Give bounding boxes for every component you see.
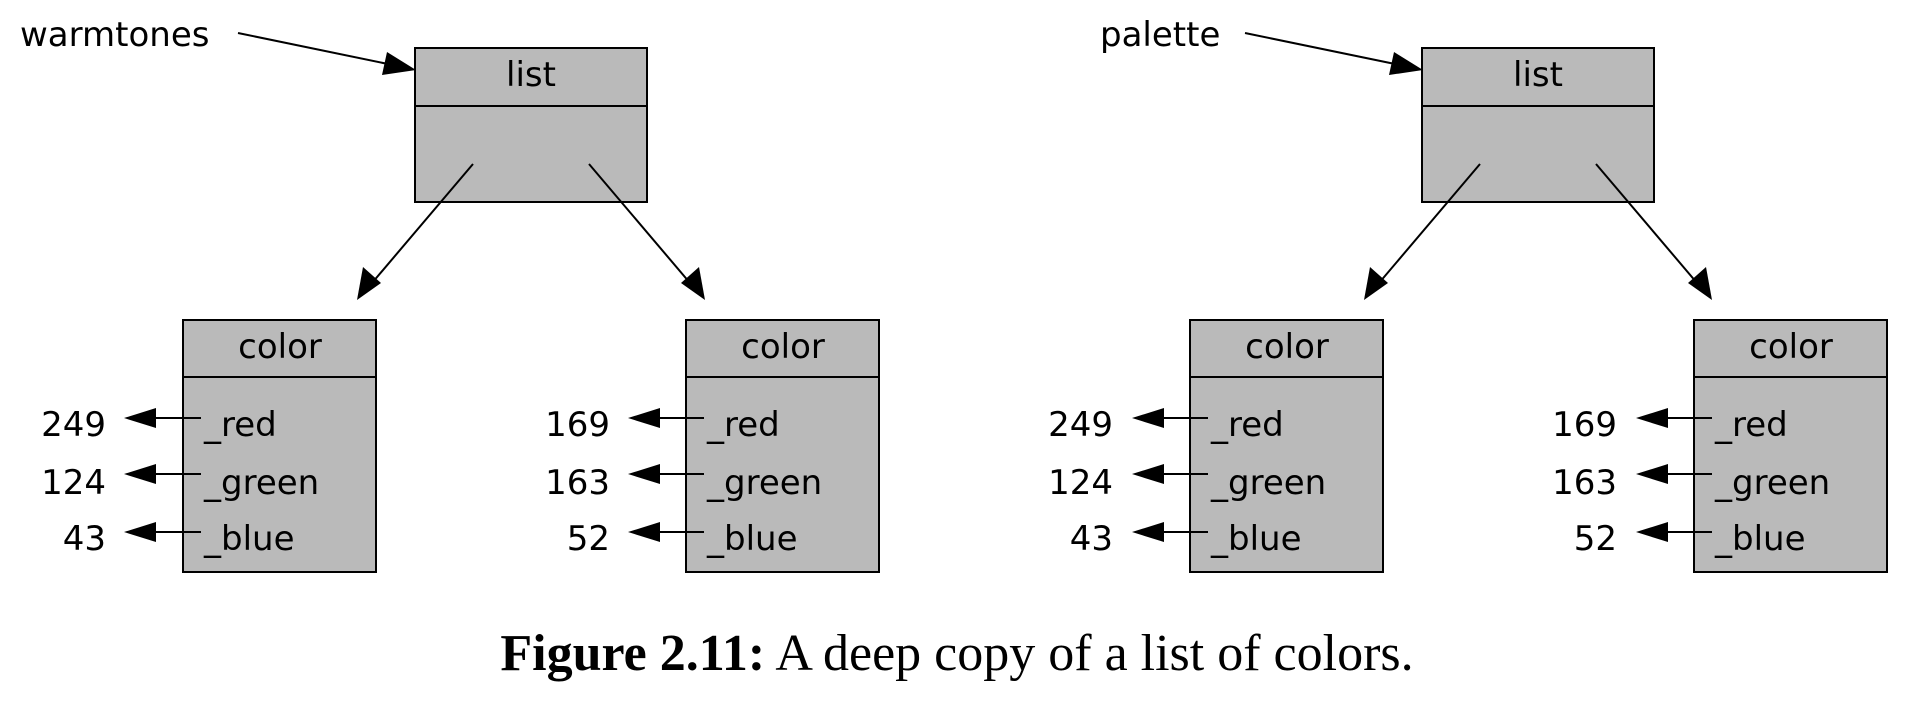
list-to-color-arrow-line — [1378, 163, 1481, 284]
field-name: _green — [1714, 463, 1830, 503]
variable-name: palette — [1100, 15, 1220, 55]
field-arrow-head — [1132, 522, 1164, 542]
color-box: color _red _green _blue 169 163 52 — [545, 319, 880, 573]
field-value: 249 — [41, 405, 106, 445]
list-to-color-arrow-head — [1688, 267, 1712, 300]
field-name: _green — [203, 463, 319, 503]
list-box-title: list — [506, 55, 556, 95]
list-box-frame — [1421, 47, 1655, 203]
field-arrow-head — [1636, 408, 1668, 428]
field-arrow-head — [1132, 408, 1164, 428]
field-arrow-head — [124, 464, 156, 484]
field-name: _green — [706, 463, 822, 503]
field-arrow-head — [628, 522, 660, 542]
color-box-title: color — [1245, 327, 1329, 367]
color-box: color _red _green _blue 249 124 43 — [41, 319, 377, 573]
field-name: _red — [706, 405, 780, 445]
field-value: 169 — [545, 405, 610, 445]
field-arrow-head — [124, 522, 156, 542]
variable-name: warmtones — [20, 15, 209, 55]
field-name: _red — [1714, 405, 1788, 445]
list-box: list — [1421, 47, 1655, 203]
list-box: list — [414, 47, 648, 203]
field-arrow-head — [1636, 522, 1668, 542]
variable-arrow-head — [382, 52, 416, 75]
field-name: _green — [1210, 463, 1326, 503]
field-name: _red — [203, 405, 277, 445]
color-box-title: color — [238, 327, 322, 367]
list-to-color-arrow-head — [357, 267, 381, 300]
field-name: _red — [1210, 405, 1284, 445]
color-box: color _red _green _blue 249 124 43 — [1048, 319, 1384, 573]
color-box: color _red _green _blue 169 163 52 — [1552, 319, 1888, 573]
field-arrow-head — [1132, 464, 1164, 484]
field-value: 163 — [545, 463, 610, 503]
list-to-color-arrow-head — [681, 267, 705, 300]
field-value: 249 — [1048, 405, 1113, 445]
field-value: 43 — [63, 519, 106, 559]
variable-arrow-line — [1244, 32, 1396, 65]
field-name: _blue — [203, 519, 295, 559]
field-value: 124 — [1048, 463, 1113, 503]
field-value: 169 — [1552, 405, 1617, 445]
field-arrow-head — [628, 408, 660, 428]
list-to-color-arrow-head — [1364, 267, 1388, 300]
color-box-title: color — [741, 327, 825, 367]
field-name: _blue — [1714, 519, 1806, 559]
field-value: 43 — [1070, 519, 1113, 559]
field-value: 124 — [41, 463, 106, 503]
variable-arrow-line — [237, 32, 389, 65]
field-value: 163 — [1552, 463, 1617, 503]
list-to-color-arrow-line — [1595, 163, 1698, 284]
field-arrow-head — [1636, 464, 1668, 484]
field-value: 52 — [567, 519, 610, 559]
field-value: 52 — [1574, 519, 1617, 559]
field-name: _blue — [706, 519, 798, 559]
color-box-title: color — [1749, 327, 1833, 367]
field-name: _blue — [1210, 519, 1302, 559]
variable-arrow-head — [1389, 52, 1423, 75]
field-arrow-head — [628, 464, 660, 484]
color-box-frame — [1693, 319, 1888, 573]
list-box-title: list — [1513, 55, 1563, 95]
copy-group-palette: palette list color _red _green _blue — [1048, 15, 1888, 573]
list-to-color-arrow-line — [371, 163, 474, 284]
color-box-frame — [685, 319, 880, 573]
list-to-color-arrow-line — [588, 163, 691, 284]
figure-caption: Figure 2.11: A deep copy of a list of co… — [0, 628, 1914, 680]
figure-caption-text: A deep copy of a list of colors. — [775, 625, 1414, 682]
color-box-frame — [1189, 319, 1384, 573]
field-arrow-head — [124, 408, 156, 428]
figure-caption-label: Figure 2.11: — [500, 625, 766, 682]
copy-group-warmtones: warmtones list color _red _green _blue — [20, 15, 880, 573]
color-box-frame — [182, 319, 377, 573]
list-box-frame — [414, 47, 648, 203]
